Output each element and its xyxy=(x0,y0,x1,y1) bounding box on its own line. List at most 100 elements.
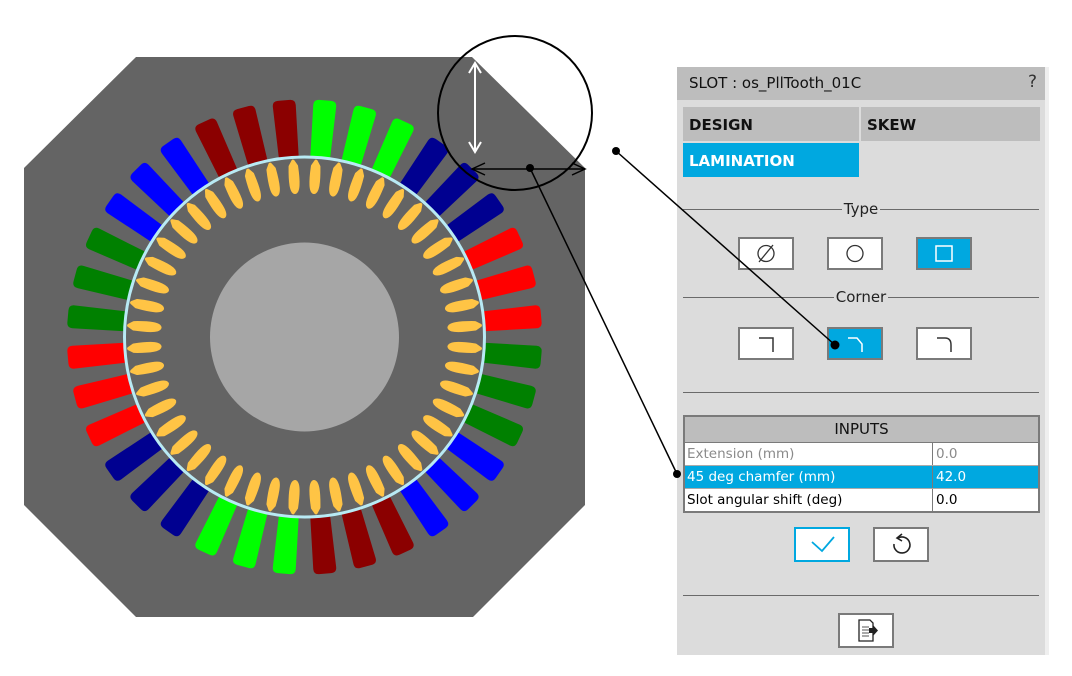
stator-slot xyxy=(105,193,162,242)
stator-slot xyxy=(105,432,162,481)
rotor-bar xyxy=(266,477,280,512)
stator-slot xyxy=(372,118,414,178)
stator-slot xyxy=(310,99,337,158)
rotor-bar xyxy=(447,321,482,333)
leader-dot xyxy=(612,147,620,155)
rotor-bar xyxy=(309,479,321,515)
tab-lamination[interactable]: LAMINATION xyxy=(683,143,859,177)
rotor-bar xyxy=(329,162,343,197)
input-label: 45 deg chamfer (mm) xyxy=(685,466,933,488)
export-button[interactable] xyxy=(838,613,894,648)
type-round-button[interactable] xyxy=(827,237,883,270)
rotor-bar xyxy=(444,298,479,313)
rotor-bar xyxy=(130,298,165,313)
stator-slot xyxy=(86,404,145,447)
stator-slot xyxy=(464,227,523,270)
stator-slot xyxy=(341,509,376,569)
apply-button[interactable] xyxy=(794,527,850,562)
rotor-bar xyxy=(244,168,261,202)
rotor-bar xyxy=(130,361,165,376)
divider xyxy=(683,595,1039,596)
input-label: Extension (mm) xyxy=(685,443,933,465)
rotor-bar xyxy=(411,219,439,244)
rotor-bar xyxy=(170,219,198,244)
leader-dot xyxy=(526,164,534,172)
rotor-bar xyxy=(186,202,212,230)
stator-slot xyxy=(447,432,504,481)
input-row-chamfer[interactable]: 45 deg chamfer (mm) 42.0 xyxy=(685,466,1038,489)
rotor-bar xyxy=(288,479,300,515)
rotor-bar xyxy=(136,277,169,294)
rotor-bar xyxy=(288,159,300,195)
stator-slot xyxy=(130,162,184,216)
rotor-bar xyxy=(136,380,169,397)
rotor-bar xyxy=(224,177,244,209)
stator-slot xyxy=(160,137,209,195)
stator-slot xyxy=(67,342,126,369)
input-label: Slot angular shift (deg) xyxy=(685,489,933,511)
stator-slot xyxy=(341,105,376,165)
input-row-angular-shift[interactable]: Slot angular shift (deg) 0.0 xyxy=(685,489,1038,511)
rotor-bar xyxy=(309,159,321,195)
rotor-bar xyxy=(266,162,280,197)
rotor-bar xyxy=(156,415,186,437)
rotor-bar xyxy=(411,430,439,455)
panel-scrollbar[interactable] xyxy=(1045,67,1049,655)
rotor-bar xyxy=(423,237,453,259)
rotor-bar xyxy=(440,380,473,397)
corner-sharp-button[interactable] xyxy=(738,327,794,360)
rotor-bar xyxy=(348,472,365,506)
slot-settings-panel: SLOT : os_PllTooth_01C ? DESIGN SKEW LAM… xyxy=(677,67,1045,655)
stator-slot xyxy=(67,305,126,332)
input-value-extension[interactable]: 0.0 xyxy=(936,446,958,462)
stator-slot xyxy=(272,516,299,575)
stator-slot xyxy=(73,265,133,300)
type-square-button[interactable] xyxy=(916,237,972,270)
rotor-bar xyxy=(423,415,453,437)
stator-slot xyxy=(160,479,209,537)
stator-slot xyxy=(400,137,449,195)
tab-skew[interactable]: SKEW xyxy=(861,107,1040,141)
corner-section-label: Corner xyxy=(833,288,889,306)
tab-design[interactable]: DESIGN xyxy=(683,107,859,141)
stator-slot xyxy=(272,99,299,158)
export-document-icon xyxy=(858,619,878,642)
rotor-bar xyxy=(127,341,162,353)
corner-chamfer-button[interactable] xyxy=(827,327,883,360)
inputs-table: INPUTS Extension (mm) 0.0 45 deg chamfer… xyxy=(683,415,1040,513)
rotor-bar xyxy=(397,444,423,472)
divider xyxy=(683,392,1039,393)
detail-zoom-circle xyxy=(437,35,593,191)
inputs-header: INPUTS xyxy=(685,417,1038,443)
input-value-angular-shift[interactable]: 0.0 xyxy=(936,492,958,508)
rotor-bars xyxy=(127,159,482,515)
input-value-chamfer[interactable]: 42.0 xyxy=(936,469,967,485)
round-corner-icon xyxy=(937,337,952,352)
airgap-circle xyxy=(123,155,486,519)
type-none-button[interactable] xyxy=(738,237,794,270)
rotor-bar xyxy=(144,256,177,276)
chamfer-vertical-dimension-arrow xyxy=(468,61,482,154)
rotor-bar xyxy=(204,188,227,219)
rotor-core xyxy=(210,242,399,432)
rotor-bar xyxy=(127,321,162,333)
check-icon xyxy=(811,536,835,553)
no-slot-icon xyxy=(757,244,775,263)
corner-round-button[interactable] xyxy=(916,327,972,360)
rotor-bar xyxy=(156,237,186,259)
stator-slot xyxy=(233,105,268,165)
rotor-bar xyxy=(382,455,405,486)
stator-slot xyxy=(372,496,414,556)
round-slot-icon xyxy=(846,244,864,263)
help-button[interactable]: ? xyxy=(1027,72,1037,92)
rotor-bar xyxy=(144,398,177,418)
stator-slot xyxy=(195,496,237,556)
input-row-extension[interactable]: Extension (mm) 0.0 xyxy=(685,443,1038,466)
stator-slot xyxy=(310,516,337,575)
stator-slot xyxy=(86,227,145,270)
square-slot-icon xyxy=(935,245,953,262)
rotor-bar xyxy=(432,398,465,418)
reset-button[interactable] xyxy=(873,527,929,562)
stator-slot xyxy=(447,193,504,242)
